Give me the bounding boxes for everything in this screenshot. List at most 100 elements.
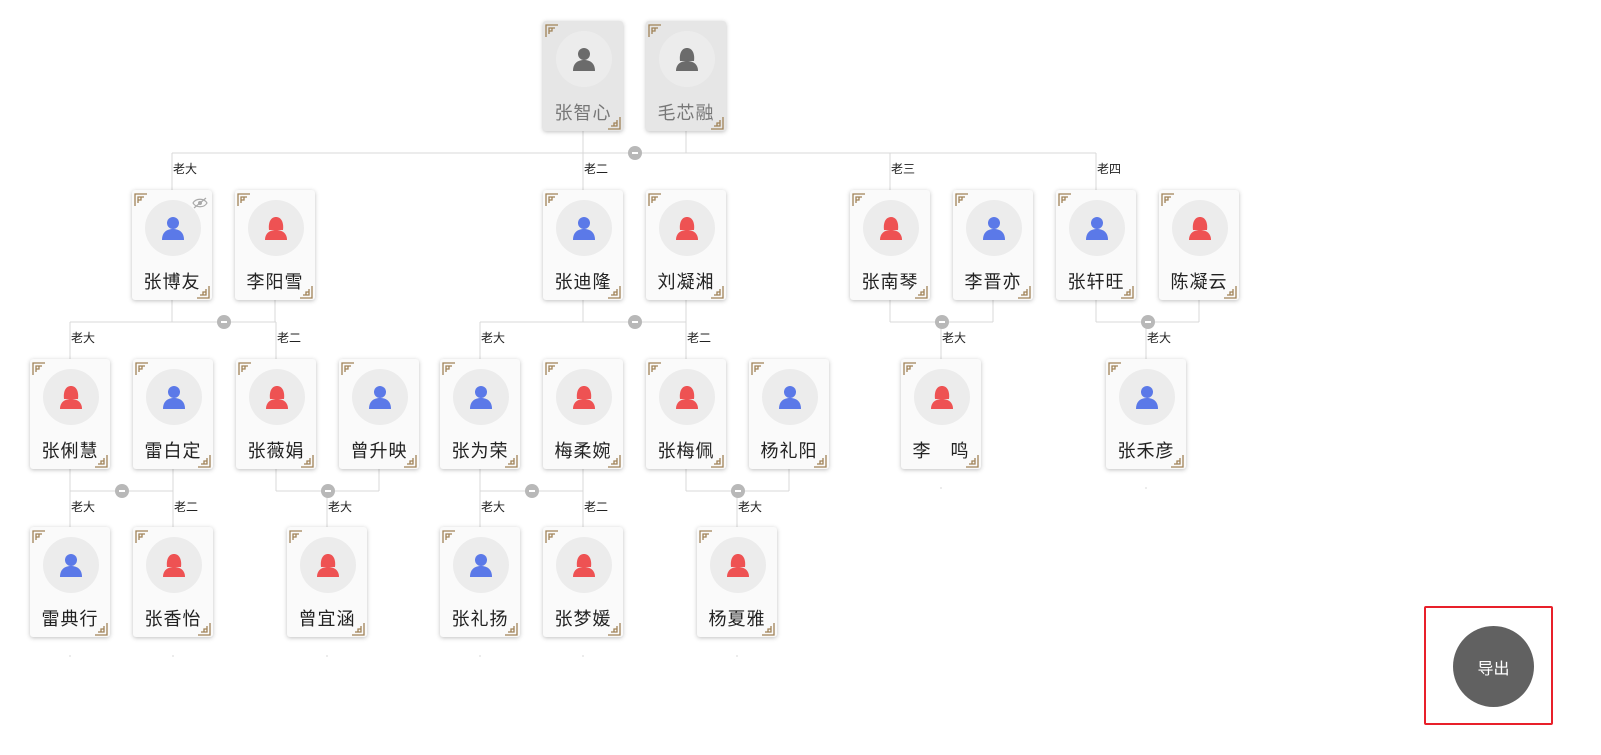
corner-ornament-icon [299,284,313,299]
person-name: 张禾彦 [1117,441,1175,462]
collapse-toggle-icon[interactable] [1140,315,1155,329]
person-card-zhangweirong[interactable]: 张为荣 [440,359,520,469]
person-card-zhangboyou[interactable]: 张博友 [132,190,212,300]
person-card-zhangmengyuan[interactable]: 张梦媛 [543,527,623,637]
corner-ornament-icon [545,192,559,206]
collapse-toggle-icon[interactable] [216,315,231,329]
corner-ornament-icon [442,529,456,543]
collapse-toggle-icon[interactable] [934,315,949,329]
person-name: 张薇娟 [247,441,305,462]
person-card-zhangxiangyi[interactable]: 张香怡 [133,527,213,637]
person-name: 张南琴 [861,272,919,293]
person-card-liming[interactable]: 李 鸣 [901,359,981,469]
corner-ornament-icon [135,361,149,375]
collapse-toggle-icon[interactable] [627,315,642,329]
female-avatar-icon [863,200,919,256]
person-name: 李 鸣 [912,441,970,462]
corner-ornament-icon [813,453,827,468]
male-avatar-icon [352,369,408,425]
export-highlight-frame [1424,606,1553,725]
person-card-zhangxuanwang[interactable]: 张轩旺 [1056,190,1136,300]
corner-ornament-icon [504,621,518,636]
person-name: 张轩旺 [1067,272,1125,293]
corner-ornament-icon [955,192,969,206]
person-card-lijinyi[interactable]: 李晋亦 [953,190,1033,300]
rank-label: 老四 [1097,162,1122,176]
rank-label: 老二 [174,500,199,514]
person-card-yangliyang[interactable]: 杨礼阳 [749,359,829,469]
eye-off-icon[interactable] [192,194,208,209]
person-card-zhangnanqin[interactable]: 张南琴 [850,190,930,300]
corner-ornament-icon [607,115,621,130]
corner-ornament-icon [196,284,210,299]
male-avatar-icon [145,200,201,256]
rank-label: 老大 [173,162,198,176]
corner-ornament-icon [403,453,417,468]
corner-ornament-icon [761,621,775,636]
person-name: 杨礼阳 [760,441,818,462]
male-avatar-icon [966,200,1022,256]
female-avatar-icon [914,369,970,425]
person-card-zhangheyan[interactable]: 张禾彦 [1106,359,1186,469]
corner-ornament-icon [197,453,211,468]
male-avatar-icon [146,369,202,425]
person-card-zhangdilong[interactable]: 张迪隆 [543,190,623,300]
female-avatar-icon [146,537,202,593]
corner-ornament-icon [351,621,365,636]
female-avatar-icon [659,200,715,256]
corner-ornament-icon [914,284,928,299]
person-card-yangxiaya[interactable]: 杨夏雅 [697,527,777,637]
person-card-leibaiding[interactable]: 雷白定 [133,359,213,469]
corner-ornament-icon [710,115,724,130]
corner-ornament-icon [710,284,724,299]
person-card-zhangliyang[interactable]: 张礼扬 [440,527,520,637]
collapse-toggle-icon[interactable] [627,146,642,160]
corner-ornament-icon [1170,453,1184,468]
person-card-zhangweijuan[interactable]: 张薇娟 [236,359,316,469]
person-name: 雷典行 [41,609,99,630]
person-card-meirouwan[interactable]: 梅柔婉 [543,359,623,469]
female-avatar-icon [556,537,612,593]
corner-ornament-icon [135,529,149,543]
rank-label: 老大 [71,500,96,514]
person-name: 曾升映 [350,441,408,462]
corner-ornament-icon [1058,192,1072,206]
female-avatar-icon [659,31,715,87]
corner-ornament-icon [32,529,46,543]
corner-ornament-icon [289,529,303,543]
person-name: 张俐慧 [41,441,99,462]
corner-ornament-icon [545,361,559,375]
person-card-chenningyun[interactable]: 陈凝云 [1159,190,1239,300]
person-card-zhizhixin[interactable]: 张智心 [543,21,623,131]
female-avatar-icon [1172,200,1228,256]
collapse-toggle-icon[interactable] [524,484,539,498]
rank-label: 老二 [584,500,609,514]
person-name: 张梅佩 [657,441,715,462]
corner-ornament-icon [545,23,559,37]
export-button[interactable]: 导出 [1453,626,1534,707]
collapse-toggle-icon[interactable] [114,484,129,498]
person-card-maoxinrong[interactable]: 毛芯融 [646,21,726,131]
corner-ornament-icon [94,453,108,468]
person-name: 梅柔婉 [554,441,612,462]
person-card-leidianxing[interactable]: 雷典行 [30,527,110,637]
person-card-zhangtanghui[interactable]: 张俐慧 [30,359,110,469]
person-name: 李阳雪 [246,272,304,293]
male-avatar-icon [1119,369,1175,425]
collapse-toggle-icon[interactable] [730,484,745,498]
person-card-zhangmeipei[interactable]: 张梅佩 [646,359,726,469]
collapse-toggle-icon[interactable] [320,484,335,498]
rank-label: 老二 [584,162,609,176]
corner-ornament-icon [1017,284,1031,299]
corner-ornament-icon [852,192,866,206]
person-card-liyangxue[interactable]: 李阳雪 [235,190,315,300]
male-avatar-icon [43,537,99,593]
person-card-zengyihan[interactable]: 曾宜涵 [287,527,367,637]
corner-ornament-icon [197,621,211,636]
male-avatar-icon [453,369,509,425]
corner-ornament-icon [134,192,148,206]
person-card-liuningxiang[interactable]: 刘凝湘 [646,190,726,300]
corner-ornament-icon [965,453,979,468]
male-avatar-icon [556,31,612,87]
person-card-zengshengying[interactable]: 曾升映 [339,359,419,469]
